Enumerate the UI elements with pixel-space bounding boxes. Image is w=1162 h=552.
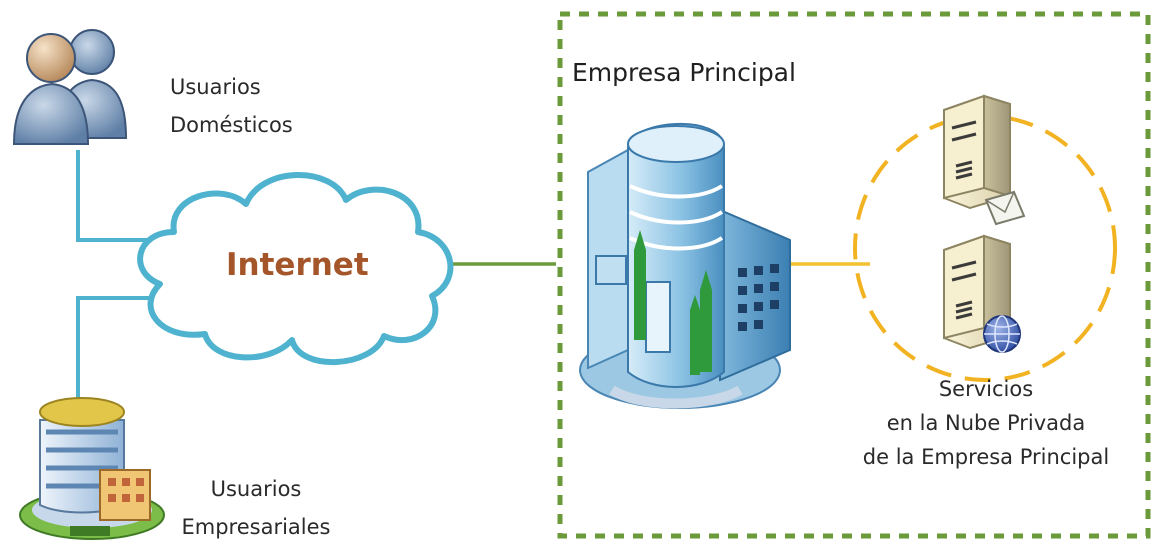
internet-label: Internet bbox=[226, 247, 369, 283]
mail-server-icon bbox=[943, 94, 1026, 226]
private-cloud-label: Servicios en la Nube Privada de la Empre… bbox=[850, 374, 1122, 472]
home-users-label-line2: Domésticos bbox=[170, 113, 293, 137]
home-users-link bbox=[76, 150, 160, 242]
private-cloud-label-line2: en la Nube Privada bbox=[886, 411, 1086, 435]
business-users-link bbox=[76, 296, 160, 420]
main-company-title: Empresa Principal bbox=[572, 58, 796, 87]
private-cloud-label-line1: Servicios bbox=[938, 377, 1034, 401]
business-users-label-line1: Usuarios bbox=[210, 477, 302, 501]
home-users-label: Usuarios Domésticos bbox=[170, 72, 293, 140]
private-cloud-label-line3: de la Empresa Principal bbox=[862, 445, 1110, 469]
business-users-label-line2: Empresariales bbox=[181, 515, 331, 539]
home-users-label-line1: Usuarios bbox=[170, 75, 261, 99]
corporate-building-icon bbox=[579, 122, 791, 409]
cloud-icon bbox=[137, 172, 454, 365]
web-server-icon bbox=[943, 234, 1021, 353]
users-icon bbox=[12, 29, 128, 145]
office-building-icon bbox=[19, 397, 165, 540]
business-users-label: Usuarios Empresariales bbox=[166, 474, 346, 542]
main-company-boundary bbox=[557, 11, 1151, 539]
